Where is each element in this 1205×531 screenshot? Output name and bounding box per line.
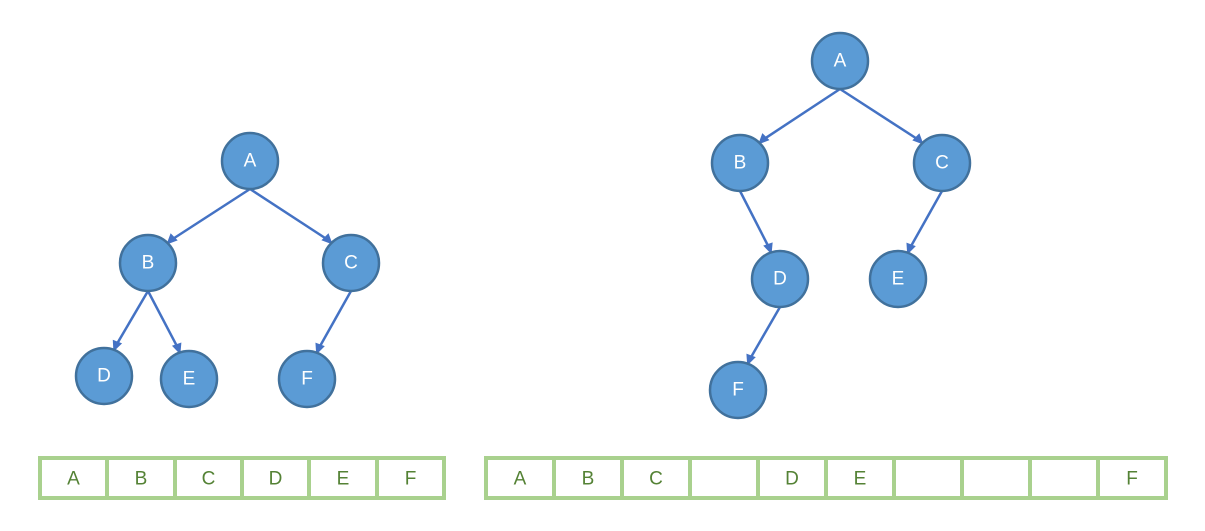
nodes-layer: A B C D E F A B C D E F [74,31,972,420]
array-cell-label: F [1126,469,1138,490]
array-cell-box [688,456,760,500]
array-cell-label: D [269,469,283,490]
tree-node-a: A [810,31,870,91]
array-cell: F [1096,456,1168,500]
array-cell-box [1028,456,1100,500]
edge-B2-D2 [738,190,771,250]
array-cell: C [173,456,244,500]
array-cell-box [307,456,379,500]
array-cell-box [240,456,311,500]
array-cell: A [38,456,109,500]
array-cell-box [375,456,446,500]
edges-layer [112,87,944,366]
arrowhead-B1-E1 [171,342,182,355]
arrowhead-D2-F2 [746,353,756,366]
array-cell: A [484,456,556,500]
node-circle [868,249,928,309]
tree-node-b: B [710,133,770,193]
node-circle [321,233,381,293]
array-cell [1028,456,1100,500]
array-cell-box [38,456,109,500]
array-cell: C [620,456,692,500]
tree-node-d: D [74,346,134,406]
node-circle [159,349,219,409]
array-cell-label: C [202,469,216,490]
array-cell-label: B [582,469,595,490]
edge-A1-C1 [249,187,330,242]
array-cell-box [1096,456,1168,500]
edge-B1-D1 [114,290,150,347]
array-cell-label: C [649,469,663,490]
array-cell: E [824,456,896,500]
edge-A2-B2 [761,87,841,142]
node-circle [74,346,134,406]
array-cell-label: B [135,469,148,490]
tree-node-c: C [912,133,972,193]
array-cell-label: A [514,469,527,490]
tree-node-d: D [750,249,810,309]
tree-node-f: F [708,360,768,420]
node-label: C [344,253,358,274]
arrowhead-C2-E2 [906,242,916,255]
node-circle [710,133,770,193]
edge-A1-B1 [169,187,251,242]
node-label: E [892,269,905,290]
node-circle [912,133,972,193]
node-circle [708,360,768,420]
array-cell-box [173,456,244,500]
array-cell: E [307,456,379,500]
array-cell [892,456,964,500]
node-label: D [97,366,111,387]
array-cell [688,456,760,500]
node-circle [118,233,178,293]
array-cell-label: D [785,469,799,490]
arrowhead-A1-B1 [166,233,178,245]
node-label: D [773,269,787,290]
array-cell: B [105,456,177,500]
arrowhead-C1-F1 [315,342,325,355]
array-cell-box [892,456,964,500]
arrowhead-A2-B2 [758,133,770,145]
array-cell-box [960,456,1032,500]
array-cell: D [756,456,828,500]
arrowhead-A1-C1 [321,233,333,245]
arrowhead-A2-C2 [912,133,924,145]
array-cell: B [552,456,624,500]
node-label: E [183,369,196,390]
node-circle [750,249,810,309]
edge-B1-E1 [146,290,180,350]
edge-C1-F1 [317,290,353,350]
array-cell-label: E [337,469,350,490]
node-label: F [301,369,313,390]
node-circle [220,131,280,191]
tree-node-e: E [868,249,928,309]
array-cell-label: F [405,469,417,490]
node-label: B [734,153,747,174]
arrowhead-B1-D1 [112,339,123,352]
edge-C2-E2 [908,190,944,250]
node-label: C [935,153,949,174]
array-cell [960,456,1032,500]
array-cell: F [375,456,446,500]
tree-node-e: E [159,349,219,409]
node-label: A [834,51,847,72]
edge-A2-C2 [839,87,921,142]
tree-node-c: C [321,233,381,293]
node-label: A [244,151,257,172]
tree-node-b: B [118,233,178,293]
edge-D2-F2 [748,306,782,361]
node-circle [810,31,870,91]
array-cell-label: E [854,469,867,490]
array-cell-box [105,456,177,500]
tree-node-a: A [220,131,280,191]
array-cell: D [240,456,311,500]
node-circle [277,349,337,409]
tree-node-f: F [277,349,337,409]
node-label: F [732,380,744,401]
array-cell-label: A [67,469,80,490]
node-label: B [142,253,155,274]
